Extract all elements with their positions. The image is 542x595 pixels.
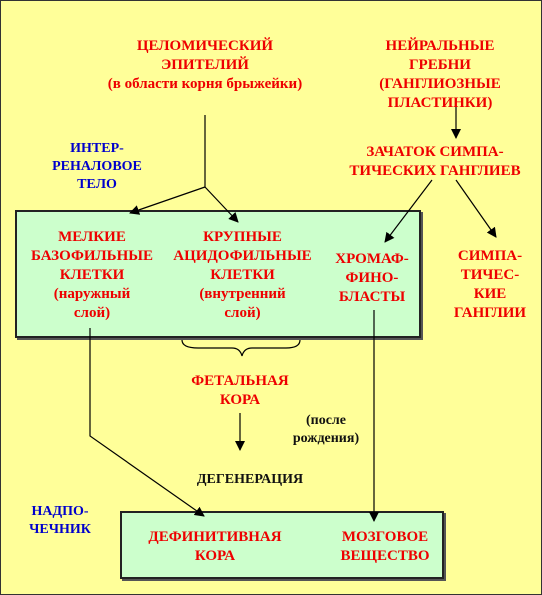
arrow-to-small-cells [129,186,206,215]
degeneration: ДЕГЕНЕРАЦИЯ [196,472,304,487]
adrenal-gland-label: НАДПО-ЧЕЧНИК [29,504,91,537]
symp-ganglia-primordium: ЗАЧАТОК СИМПА-ТИЧЕСКИХ ГАНГЛИЕВ [349,144,521,179]
fetal-brace [181,339,301,357]
adrenal-box [120,511,444,579]
arrow-to-symp-ganglia [455,179,497,238]
arrow-to-large-cells [204,186,239,223]
chromaffinoblasts: ХРОМАФ-ФИНО-БЛАСТЫ [335,251,409,305]
interrenal-body-box [15,210,421,338]
arrow-small-to-definitive [89,328,205,517]
arrow-to-chromaffin [384,179,433,243]
